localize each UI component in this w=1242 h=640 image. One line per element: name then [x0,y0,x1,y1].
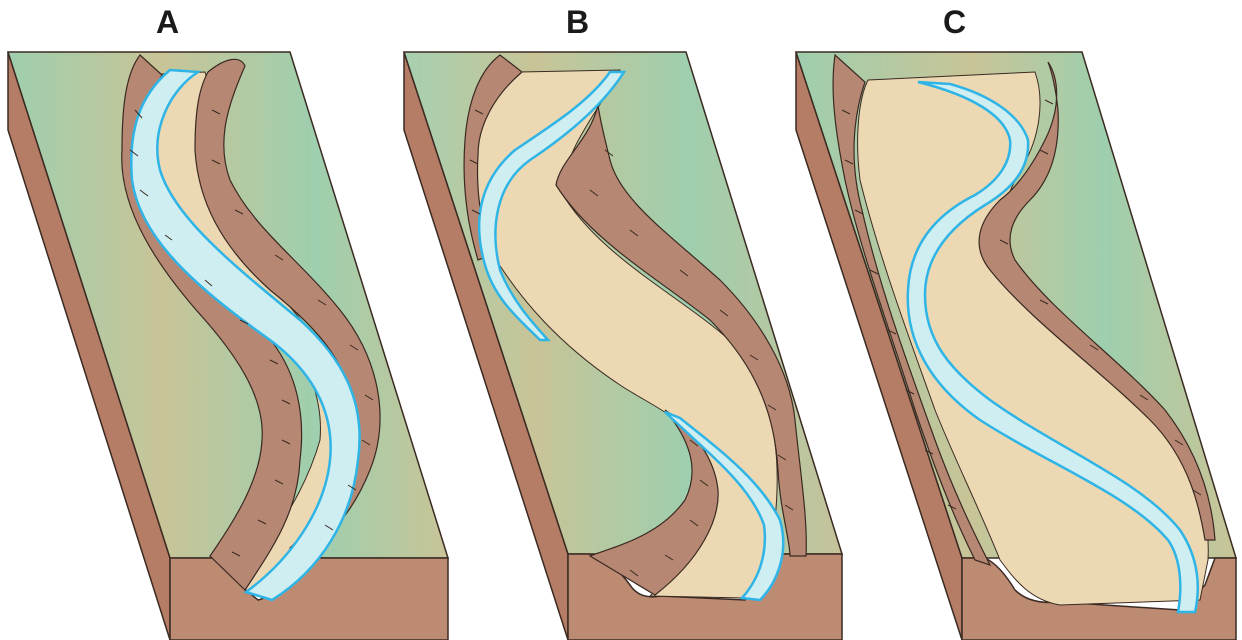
block-c [796,52,1236,640]
panel-label-a: A [156,6,179,38]
panel-label-c: C [943,6,966,38]
block-a [8,52,448,640]
block-b [404,52,842,640]
panel-label-b: B [566,6,589,38]
